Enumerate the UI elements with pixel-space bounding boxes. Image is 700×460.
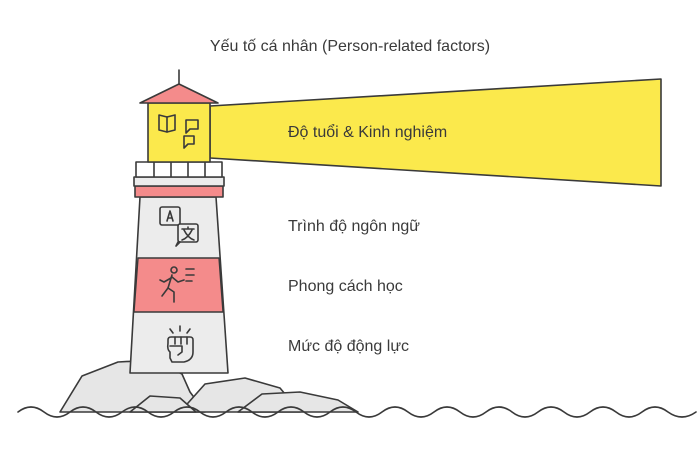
sea-waves xyxy=(17,406,697,418)
rocks xyxy=(59,359,359,413)
tower xyxy=(129,196,229,374)
running-person-icon xyxy=(159,266,195,303)
raised-fist-icon xyxy=(166,325,194,363)
diagram-title: Yếu tố cá nhân (Person-related factors) xyxy=(209,38,491,55)
gallery xyxy=(133,161,225,198)
factor-label-motivation: Mức độ động lực xyxy=(288,338,410,355)
factor-label-language-level: Trình độ ngôn ngữ xyxy=(288,218,420,235)
lantern-room xyxy=(139,69,219,163)
factor-label-age-experience: Độ tuổi & Kinh nghiệm xyxy=(288,124,448,141)
book-and-speech-icon xyxy=(158,114,199,149)
factor-label-learning-style: Phong cách học xyxy=(288,278,403,295)
translate-icon xyxy=(159,206,199,247)
